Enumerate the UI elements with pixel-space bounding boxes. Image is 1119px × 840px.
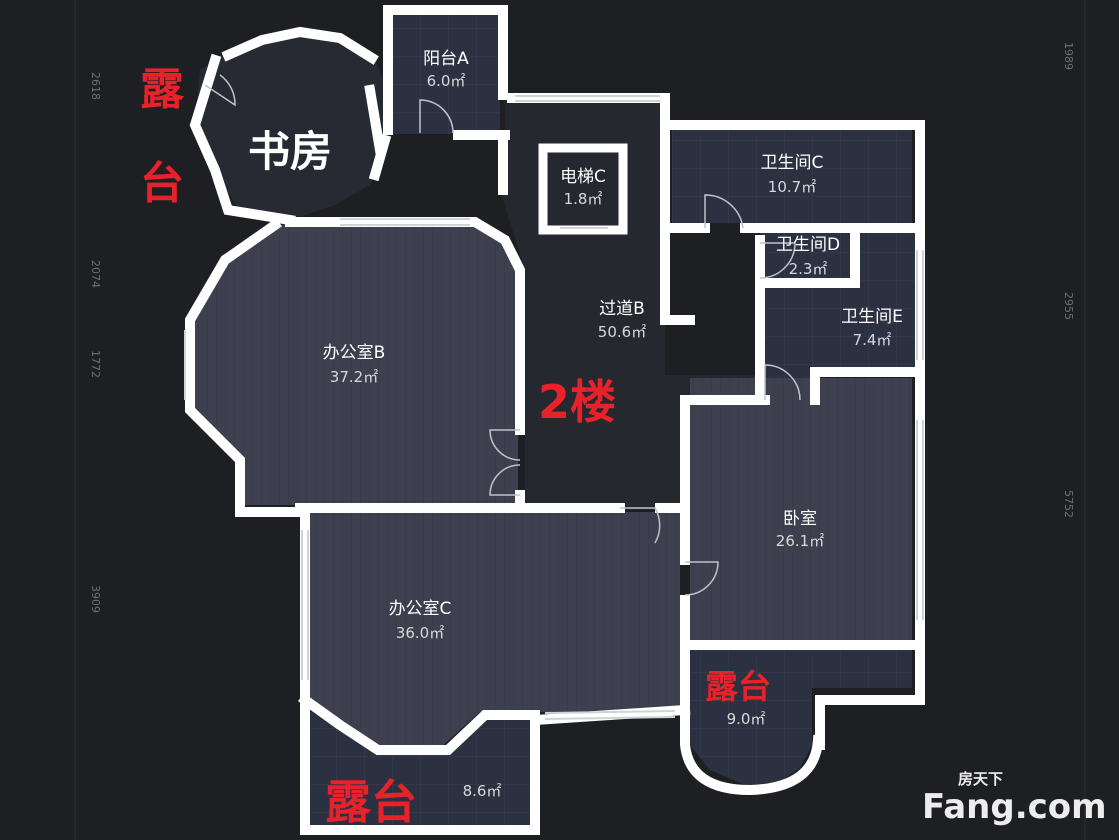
- doors: [204, 74, 801, 596]
- guide-lines: [74, 0, 1086, 840]
- dim-right-2: 2955: [1062, 292, 1075, 320]
- office-c-name: 办公室C: [389, 599, 452, 619]
- balcony-a-floor: [390, 12, 500, 134]
- terrace-right-floor: [685, 650, 912, 785]
- bath-e-area: 7.4㎡: [853, 331, 892, 349]
- bedroom-area: 26.1㎡: [776, 532, 824, 550]
- bath-d-name: 卫生间D: [776, 235, 840, 255]
- dim-left-2: 2074: [89, 260, 102, 288]
- office-b-area: 37.2㎡: [330, 368, 378, 386]
- bath-e-name: 卫生间E: [841, 307, 903, 327]
- floor-label: 2楼: [538, 375, 616, 429]
- bedroom-name: 卧室: [783, 509, 817, 529]
- windows: [184, 95, 924, 720]
- bath-c-floor: [672, 128, 912, 223]
- walls: [185, 5, 925, 835]
- dimension-labels: 2618 2074 1772 3909 1989 2955 5752: [89, 42, 1075, 613]
- watermark-line1: 房天下: [958, 770, 1003, 788]
- watermark: 房天下 Fang.com: [922, 770, 1107, 827]
- balcony-a-area: 6.0㎡: [427, 72, 466, 90]
- bath-c-name: 卫生间C: [761, 153, 824, 173]
- office-b-floor: [190, 222, 518, 505]
- terrace-bottom-floor: [305, 708, 530, 828]
- terrace-label-bottom: 露台: [325, 775, 417, 829]
- office-b-name: 办公室B: [323, 343, 386, 363]
- elevator-c-area: 1.8㎡: [564, 190, 603, 208]
- dim-right-1: 1989: [1062, 42, 1075, 70]
- watermark-line2: Fang.com: [922, 787, 1107, 827]
- terrace-label-right: 露台: [705, 667, 771, 706]
- dim-left-4: 3909: [89, 585, 102, 613]
- terrace-right-area: 9.0㎡: [727, 710, 766, 728]
- corridor-b-area: 50.6㎡: [598, 323, 646, 341]
- bedroom-floor: [690, 378, 912, 643]
- dim-right-3: 5752: [1062, 490, 1075, 518]
- overlay-labels: 露 台 书房 2楼 露台 露台: [140, 64, 771, 829]
- dim-left-1: 2618: [89, 72, 102, 100]
- room-floors: [190, 12, 915, 828]
- room-labels: 阳台A 6.0㎡ 电梯C 1.8㎡ 卫生间C 10.7㎡ 卫生间D 2.3㎡ 卫…: [323, 49, 903, 800]
- bath-d-area: 2.3㎡: [789, 260, 828, 278]
- terrace-label-top-left-2: 台: [140, 158, 184, 209]
- office-c-area: 36.0㎡: [396, 624, 444, 642]
- bath-c-area: 10.7㎡: [768, 178, 816, 196]
- dim-left-3: 1772: [89, 350, 102, 378]
- balcony-a-name: 阳台A: [423, 49, 469, 69]
- terrace-label-top-left-1: 露: [140, 64, 185, 115]
- corridor-b-name: 过道B: [599, 299, 645, 319]
- office-c-floor: [305, 512, 680, 748]
- study-floor: [195, 32, 390, 220]
- terrace-bottom-area: 8.6㎡: [463, 782, 502, 800]
- study-label: 书房: [248, 127, 332, 176]
- bath-e-floor: [765, 233, 915, 400]
- elevator-shaft: [538, 143, 628, 235]
- elevator-c-name: 电梯C: [560, 167, 606, 187]
